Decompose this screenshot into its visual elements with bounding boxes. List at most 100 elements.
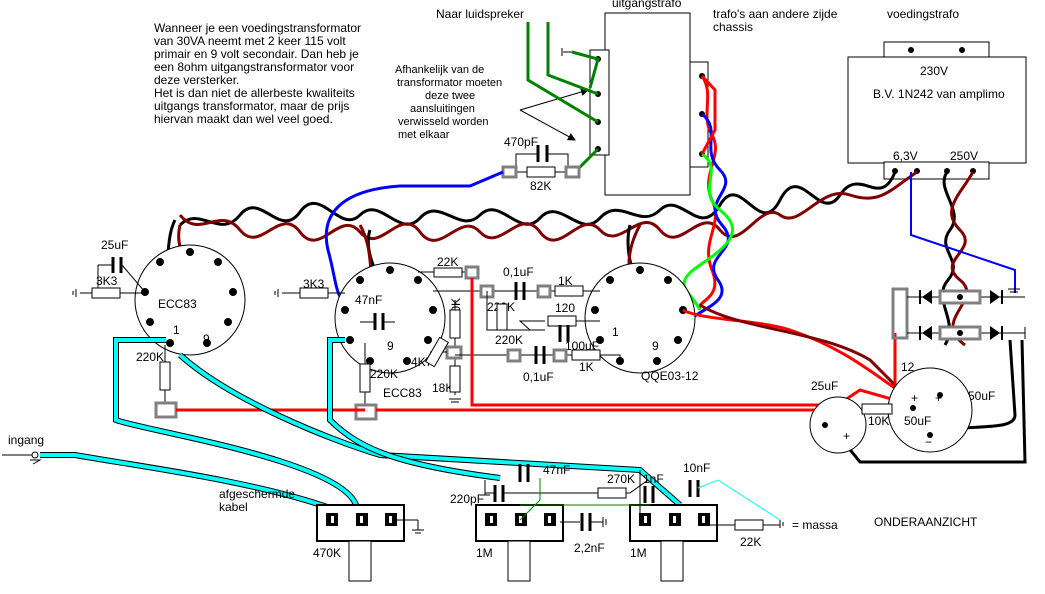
plus-mark: + (935, 391, 942, 405)
minus-mark: − (925, 435, 932, 449)
v230-label: 230V (920, 64, 948, 78)
filter-cap-25u (809, 396, 867, 454)
intro-line-7: uitgangs transformator, maar de prijs (154, 99, 349, 113)
r1k-a-label: 1K (558, 274, 573, 288)
tube3-label: QQE03-12 (641, 369, 699, 383)
solder-pad (154, 401, 178, 419)
swap-note: Afhankelijk van de transformator moeten … (395, 64, 502, 141)
output-trafo-primary-strip (589, 49, 610, 156)
r22k-b-symbol (734, 519, 764, 531)
intro-line-8: hiervan maakt dan wel veel goed. (154, 112, 333, 126)
r3k3-a-symbol (91, 287, 121, 299)
swap-line-5: verwisseld worden (398, 116, 488, 128)
plus-mark: + (843, 429, 850, 443)
ground-wire (571, 50, 600, 89)
r10k-label: 10K (868, 414, 889, 428)
ingang-label: ingang (8, 433, 44, 447)
r1k-b-label: 1K (579, 360, 594, 374)
intro-line-5: deze versterker. (154, 73, 239, 87)
r18k-label: 18K (432, 381, 453, 395)
solder-pad (536, 284, 552, 299)
intro-line-1: Wanneer je een voedingstransformator (154, 21, 361, 35)
bv-label: B.V. 1N242 van amplimo (873, 87, 1005, 101)
r12-label: 12 (901, 360, 915, 374)
c01-a-label: 0,1uF (503, 265, 534, 279)
r270k-label: 270K (607, 472, 635, 486)
solder-pad (552, 348, 568, 363)
r220k-b-symbol (359, 363, 371, 393)
arrow-to-terminal-1 (519, 88, 589, 111)
r470k-symbol (449, 309, 461, 339)
rectifier-feed-blue (910, 172, 1016, 293)
tube3-pin1: 1 (612, 325, 619, 339)
speaker-wire-1 (526, 22, 599, 124)
r1k-b-symbol (571, 349, 601, 361)
p470k-label: 470K (313, 546, 341, 560)
bplus-wire-3 (470, 278, 820, 407)
massa-label: = massa (792, 518, 838, 532)
output-trafo-label: uitgangstrafo (612, 0, 682, 10)
shielded-cables (40, 337, 682, 511)
tube1-pin9: 9 (203, 332, 210, 346)
r18k-symbol (449, 365, 461, 393)
r82k-symbol (526, 166, 556, 178)
rectifier-bridge (891, 287, 1026, 341)
r120-label: 120 (555, 301, 575, 315)
r220k-a-label: 220K (136, 350, 164, 364)
p1m-a-label: 1M (476, 546, 493, 560)
ht-wire-darkred (950, 171, 975, 347)
swap-line-1: Afhankelijk van de (395, 64, 484, 76)
c470p-label: 470pF (504, 135, 538, 149)
r3k3-a-label: 3K3 (96, 274, 118, 288)
intro-line-3: primair en 9 volt secondair. Dan heb je (154, 47, 359, 61)
shielded-line-2: kabel (219, 500, 248, 514)
c10n-label: 10nF (683, 461, 710, 475)
r220k-d-label: 220K (495, 333, 523, 347)
potentiometer-1m-a: 1M (475, 504, 564, 582)
solder-pad (564, 165, 581, 179)
anode-wire-blue (678, 112, 730, 331)
r22k-b-label: 22K (740, 535, 761, 549)
solder-pad (464, 265, 480, 280)
r3k3-b-symbol (299, 287, 329, 299)
power-trafo-top (883, 41, 990, 59)
c50u-a-label: 50uF (968, 389, 995, 403)
tube1-pin1: 1 (173, 323, 180, 337)
swap-line-2: transformator moeten (397, 77, 502, 89)
potentiometer-470k: 470K (313, 504, 424, 582)
c25u-b-label: 25uF (811, 379, 838, 393)
c50u-b-label: 50uF (904, 414, 931, 428)
r220k-b-label: 220K (370, 367, 398, 381)
c1n-label: 1nF (643, 472, 664, 486)
intro-line-2: van 30VA neemt met 2 keer 115 volt (154, 34, 346, 48)
solder-pad (354, 403, 378, 421)
c22n-label: 2,2nF (574, 541, 605, 555)
speaker-label: Naar luidspreker (436, 7, 524, 21)
output-transformer-body (604, 12, 691, 196)
c47n-b-label: 47nF (543, 463, 570, 477)
plus-mark: + (911, 391, 918, 405)
tube-socket-2: 47nF 9 (334, 262, 446, 374)
swap-line-4: aansluitingen (410, 103, 475, 115)
r1k-a-symbol (554, 285, 584, 297)
tube2-pin9: 9 (387, 339, 394, 353)
swap-line-6: met elkaar (398, 129, 450, 141)
tube1-label: ECC83 (158, 297, 197, 311)
ground-symbol (561, 48, 572, 56)
shielded-line-1: afgeschermde (219, 487, 295, 501)
tube-socket-1: ECC83 1 9 (134, 244, 246, 356)
tube2-label: ECC83 (383, 386, 422, 400)
r220k-c-symbol (496, 303, 508, 331)
v250-label: 250V (950, 149, 978, 163)
potentiometer-1m-b: 1M (629, 504, 718, 582)
power-transformer-body (847, 56, 1027, 164)
tube-socket-3: 1 9 (584, 262, 696, 374)
arrow-to-terminal-2 (519, 109, 576, 141)
power-trafo-label: voedingstrafo (887, 7, 959, 21)
r10k-symbol (861, 403, 893, 415)
r4k7-symbol (424, 336, 450, 368)
bottom-view-label: ONDERAANZICHT (874, 515, 978, 529)
swap-line-3: deze twee (425, 90, 475, 102)
anode-red-run (682, 308, 911, 400)
